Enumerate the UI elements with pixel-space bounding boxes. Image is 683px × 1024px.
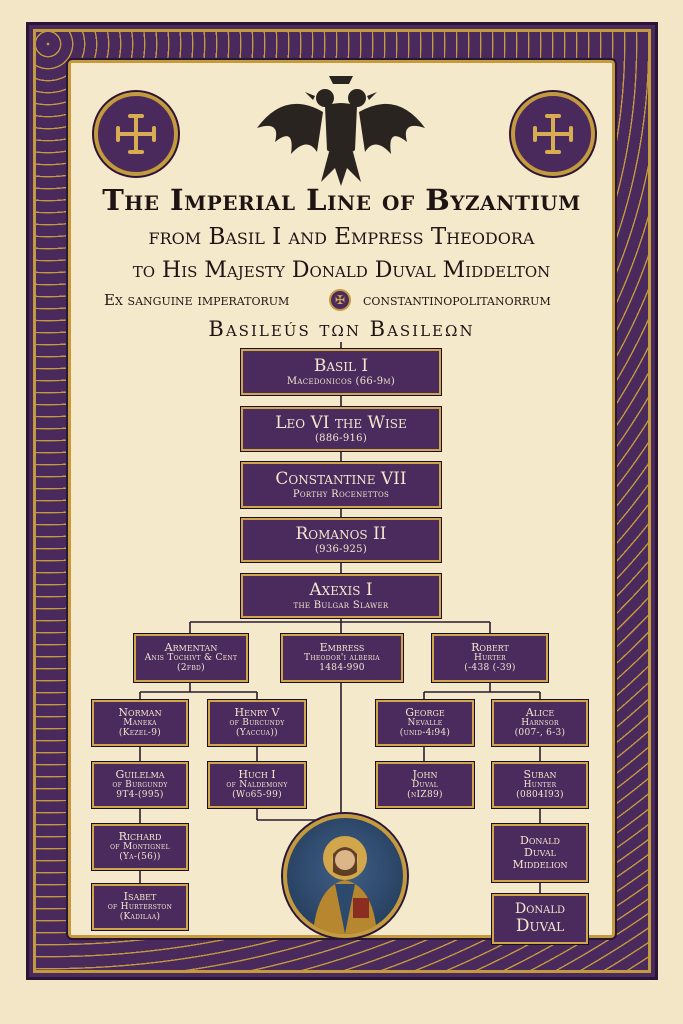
dates: (unid-4i94) [399,728,451,739]
name-2: Duval [524,845,556,859]
box-robert: Robert Hurter (-438 (-39) [431,633,549,683]
cross-medallion-right-icon [511,92,595,176]
name: Romanos II [295,524,387,545]
box-donald-duval-middelion: Donald Duval Middelion [491,823,589,883]
box-huch-i: Huch I of Naldemony (Wo65-99) [207,761,307,809]
box-armentan: Armentan Anis Tochivt & Cent (2fbd) [133,633,249,683]
box-romanos-ii: Romanos II (936-925) [240,517,442,563]
dates: 1484-990 [319,663,365,674]
cross-medallion-left-icon [94,92,178,176]
detail: of Montignel [110,842,170,853]
detail: Hunter [523,780,557,791]
name: Alice [525,706,555,720]
name: Donald [520,833,560,847]
detail: of Naldemony [226,780,288,791]
name: Henry V [234,706,280,720]
box-isabet: Isabet of Hurterston (Kadilaa) [91,883,189,931]
name-2: Duval [515,916,565,937]
dates: (nIZ89) [407,790,443,801]
epithet: Porthy Rocenettos [292,488,390,500]
name: Richard [118,830,162,844]
dedication-line: to His Majesty Donald Duval Middelton [132,258,551,283]
detail: Theodor'ı alberia [304,653,380,664]
box-george: George Nevalle (unid-4i94) [375,699,475,747]
dates: (007-, 6-3) [514,728,566,739]
detail: of Burgundy [112,780,168,791]
dates: (Kadilaa) [119,912,161,923]
detail: of Hurterston [107,902,173,913]
detail: Harnsor [521,718,559,729]
dates: (0804I93) [516,790,564,801]
detail: Hurter [473,653,507,664]
dates: (Kezel-9) [118,728,162,739]
cross-icon [533,114,573,154]
name-3: Middelion [512,858,568,872]
dates: (2fbd) [177,663,205,674]
epithet: the Bulgar Slawer [293,599,389,611]
box-norman: Norman Maneka (Kezel-9) [91,699,189,747]
name: Norman [118,706,162,720]
dates: (Ya-(56)) [119,852,161,863]
name: Isabet [123,890,157,904]
detail: Anis Tochivt & Cent [144,653,238,664]
box-leo-vi: Leo VI the Wise (886-916) [240,406,442,452]
name: Suban [523,768,557,782]
name: Huch I [238,768,276,782]
dates: (-438 (-39) [464,663,516,674]
box-donald-duval: Donald Duval [491,893,589,945]
name: Embress [319,641,365,655]
box-guilelma: Guilelma of Burgundy 9T4-(995) [91,761,189,809]
name: Constantine VII [275,469,407,490]
christ-icon [313,836,377,934]
small-cross-icon: ✠ [329,289,351,311]
dates: (886-916) [314,432,368,444]
name: Guilelma [115,768,165,782]
box-henry-v: Henry V of Burcundy (Yaccua)) [207,699,307,747]
name: Armentan [164,641,218,655]
box-basil-i: Basil I Macedonicos (66-9m) [240,348,442,396]
box-embress: Embress Theodor'ı alberia 1484-990 [280,633,404,683]
box-constantine-vii: Constantine VII Porthy Rocenettos [240,461,442,509]
name: Donald [514,900,566,917]
page-title: The Imperial Line of Byzantium [102,183,581,217]
box-suban: Suban Hunter (0804I93) [491,761,589,809]
motto-right: constantinopolitanorrum [363,291,551,309]
double-headed-eagle-icon [257,76,425,186]
detail: of Burcundy [229,718,285,729]
motto-left: Ex sanguine imperatorum [104,291,290,309]
dates: Macedonicos (66-9m) [286,375,396,387]
name: Basil I [313,356,369,377]
cross-icon [116,114,156,154]
dates: (Yaccua)) [236,728,278,739]
basileus-inscription: Basileús tωn Basileωn [208,317,475,341]
name: Robert [471,641,509,655]
name: Leo VI the Wise [275,413,407,434]
name: Axexis I [309,580,373,601]
dates: 9T4-(995) [116,790,164,801]
subtitle: from Basil I and Empress Theodora [148,224,535,250]
name: John [412,768,438,782]
detail: Nevalle [407,718,443,729]
box-alice: Alice Harnsor (007-, 6-3) [491,699,589,747]
box-john: John Duval (nIZ89) [375,761,475,809]
box-axexis-i: Axexis I the Bulgar Slawer [240,573,442,619]
christ-icon-medallion [281,812,409,940]
detail: Maneka [123,718,157,729]
dates: (Wo65-99) [232,790,282,801]
detail: Duval [411,780,438,791]
box-richard: Richard of Montignel (Ya-(56)) [91,823,189,871]
dates: (936-925) [314,543,368,555]
name: George [405,706,445,720]
